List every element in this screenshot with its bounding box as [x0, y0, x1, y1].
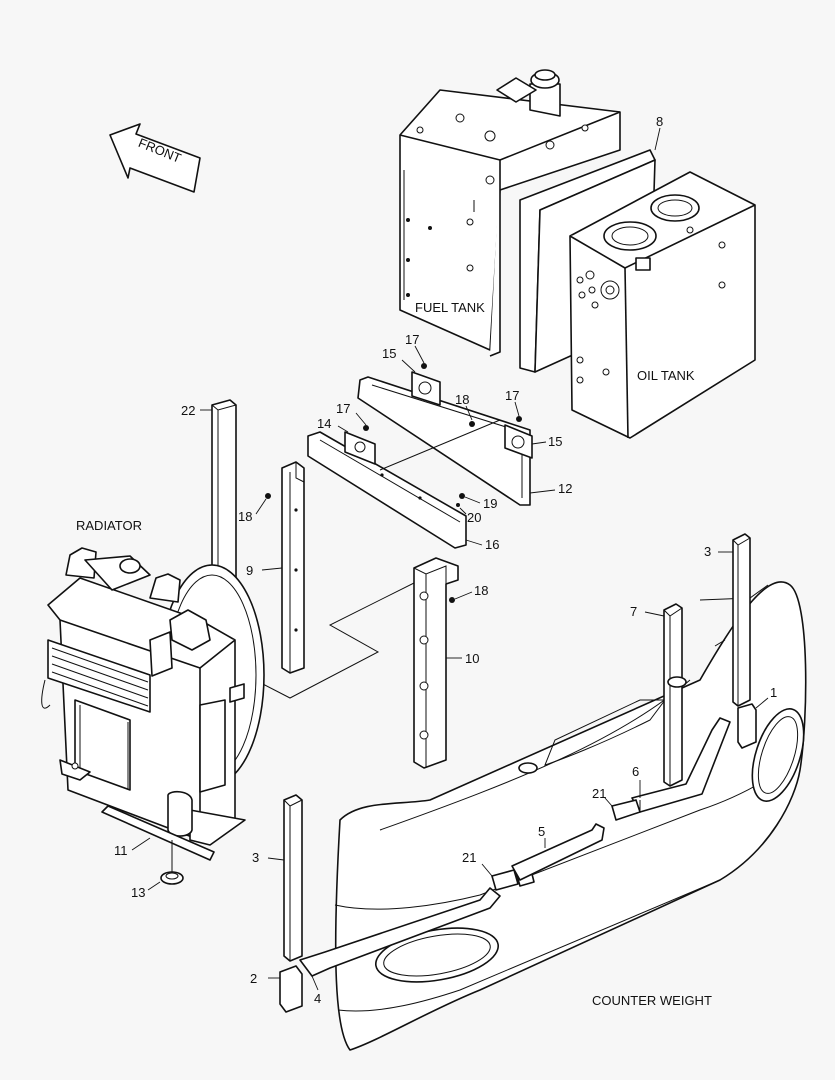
part-1-pad: 1 — [737, 685, 777, 749]
part-13-cap: 13 — [131, 840, 184, 900]
callout-18a: 18 — [455, 392, 469, 407]
callout-17a: 17 — [405, 332, 419, 347]
callout-6: 6 — [632, 764, 639, 779]
callout-17c: 17 — [336, 401, 350, 416]
part-12-bracket: 12 — [357, 371, 572, 506]
callout-21a: 21 — [592, 786, 606, 801]
callout-1: 1 — [770, 685, 777, 700]
callout-16: 16 — [485, 537, 499, 552]
part-11-strip: 11 — [101, 805, 215, 861]
callout-10: 10 — [465, 651, 479, 666]
oil-tank-label: OIL TANK — [637, 368, 695, 383]
callout-21b: 21 — [462, 850, 476, 865]
callout-11: 11 — [114, 843, 128, 858]
part-9-rail: 9 — [246, 461, 305, 674]
callout-7: 7 — [630, 604, 637, 619]
washer-20 — [456, 503, 460, 507]
bolt-18b — [265, 493, 271, 499]
radiator-assembly: RADIATOR — [41, 518, 265, 846]
callouts-14-15: 14 15 15 — [317, 346, 562, 449]
part-5-bar: 5 — [511, 823, 605, 881]
callout-18b: 18 — [238, 509, 252, 524]
part-16-plate: 16 — [307, 431, 499, 552]
callout-18c: 18 — [474, 583, 488, 598]
fuel-tank-label: FUEL TANK — [415, 300, 485, 315]
callout-19: 19 — [483, 496, 497, 511]
bolt-17c — [363, 425, 369, 431]
callout-3b: 3 — [252, 850, 259, 865]
part-3-posts: 3 3 — [252, 533, 751, 962]
callout-12: 12 — [558, 481, 572, 496]
callout-14: 14 — [317, 416, 331, 431]
bolt-18a — [469, 421, 475, 427]
callout-3a: 3 — [704, 544, 711, 559]
counter-weight-label: COUNTER WEIGHT — [592, 993, 712, 1008]
bolt-19 — [459, 493, 465, 499]
callout-4: 4 — [314, 991, 321, 1006]
radiator-label: RADIATOR — [76, 518, 142, 533]
callout-9: 9 — [246, 563, 253, 578]
counter-weight: COUNTER WEIGHT — [334, 581, 807, 1051]
part-22-post: 22 — [181, 399, 237, 583]
part-7-post: 7 — [630, 603, 687, 787]
callout-20: 20 — [467, 510, 481, 525]
front-direction-arrow: FRONT — [109, 123, 201, 193]
part-2-pad: 2 — [250, 965, 303, 1013]
part-21-pads: 21 21 — [462, 786, 641, 891]
callout-13: 13 — [131, 885, 145, 900]
callout-5: 5 — [538, 824, 545, 839]
part-10-column: 10 — [413, 557, 479, 769]
part-4-bar: 4 — [299, 887, 501, 1006]
oil-tank: OIL TANK — [569, 171, 756, 439]
callout-2: 2 — [250, 971, 257, 986]
assembly-line — [227, 419, 501, 699]
callout-15b: 15 — [548, 434, 562, 449]
bolt-17b — [516, 416, 522, 422]
callout-22: 22 — [181, 403, 195, 418]
callout-17b: 17 — [505, 388, 519, 403]
fuel-tank: FUEL TANK — [399, 69, 621, 357]
part-6-bar: 6 — [631, 717, 731, 813]
callout-8: 8 — [656, 114, 663, 129]
bolt-17a — [421, 363, 427, 369]
bolt-18c — [449, 597, 455, 603]
callout-15a: 15 — [382, 346, 396, 361]
fasteners: 17 18 17 17 19 20 18 18 — [238, 332, 522, 603]
